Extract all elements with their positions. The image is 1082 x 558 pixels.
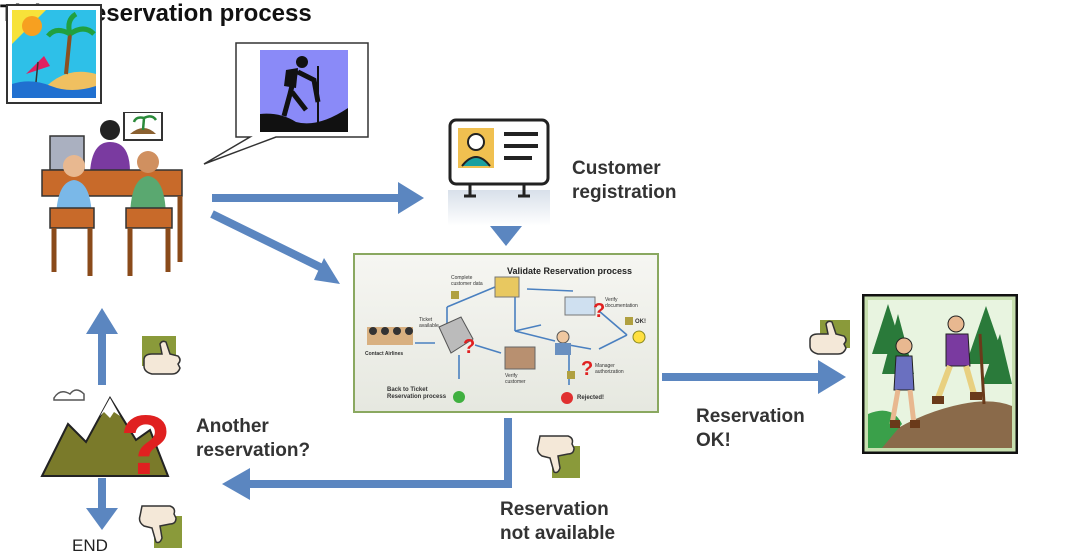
end-label: END <box>72 536 108 555</box>
inset-ok: OK! <box>635 319 646 325</box>
thumbs-down-icon-2 <box>138 505 182 548</box>
reservation-ok-line-2: OK! <box>696 430 731 451</box>
ticket-icon <box>438 316 474 354</box>
mountain-question-icon: ? <box>40 389 170 480</box>
svg-text:?: ? <box>120 398 170 480</box>
arrow-to-validate <box>210 210 324 272</box>
arrowhead-validate <box>314 258 340 284</box>
hiker-speech-bubble-icon <box>203 42 369 165</box>
validate-process-diagram: ? ? ? <box>367 276 646 404</box>
arrowhead-registration <box>398 182 424 214</box>
customer-registration-line-1: Customer <box>572 158 661 179</box>
inset-title: Validate Reservation process <box>507 266 633 276</box>
thumbs-down-icon <box>536 435 580 478</box>
contact-airlines-icon <box>367 327 413 345</box>
documentation-icon <box>564 296 596 316</box>
svg-text:?: ? <box>593 300 605 322</box>
hikers-forest-icon <box>862 294 1018 454</box>
customer-registration-label: Customer registration <box>572 157 677 205</box>
another-reservation-line-1: Another <box>196 416 269 437</box>
beach-picture-icon <box>6 4 102 104</box>
reservation-ok-label: Reservation OK! <box>696 405 805 453</box>
thumbs-up-icon-2 <box>142 336 181 375</box>
verify-customer-photo <box>504 346 536 370</box>
thumbs-up-icon <box>809 320 850 355</box>
svg-text:?: ? <box>463 336 475 358</box>
svg-text:?: ? <box>581 358 593 380</box>
inset-rejected: Rejected! <box>577 395 605 401</box>
reservation-ok-line-1: Reservation <box>696 406 805 427</box>
folder-icon <box>494 276 520 298</box>
manager-icon <box>555 343 571 355</box>
reservation-not-available-line-1: Reservation <box>500 499 609 520</box>
arrowhead-not-available <box>222 468 250 500</box>
another-reservation-label: Another reservation? <box>196 415 310 463</box>
customer-registration-line-2: registration <box>572 182 677 203</box>
arrowhead-mountain-down <box>86 508 118 530</box>
arrow-not-available <box>248 418 512 488</box>
arrowhead-registration-down <box>490 226 522 246</box>
id-card-icon <box>448 118 550 226</box>
inset-contact-airlines: Contact Airlines <box>365 351 404 357</box>
another-reservation-line-2: reservation? <box>196 440 311 461</box>
validate-process-inset: ? ? ? Validate Reservation process Compl… <box>353 253 659 413</box>
office-desk-people-icon <box>41 112 183 276</box>
reservation-not-available-line-2: not available <box>500 523 616 544</box>
arrowhead-reservation-ok <box>818 360 846 394</box>
arrowhead-mountain-up <box>86 308 118 334</box>
reservation-not-available-label: Reservation not available <box>500 498 615 546</box>
